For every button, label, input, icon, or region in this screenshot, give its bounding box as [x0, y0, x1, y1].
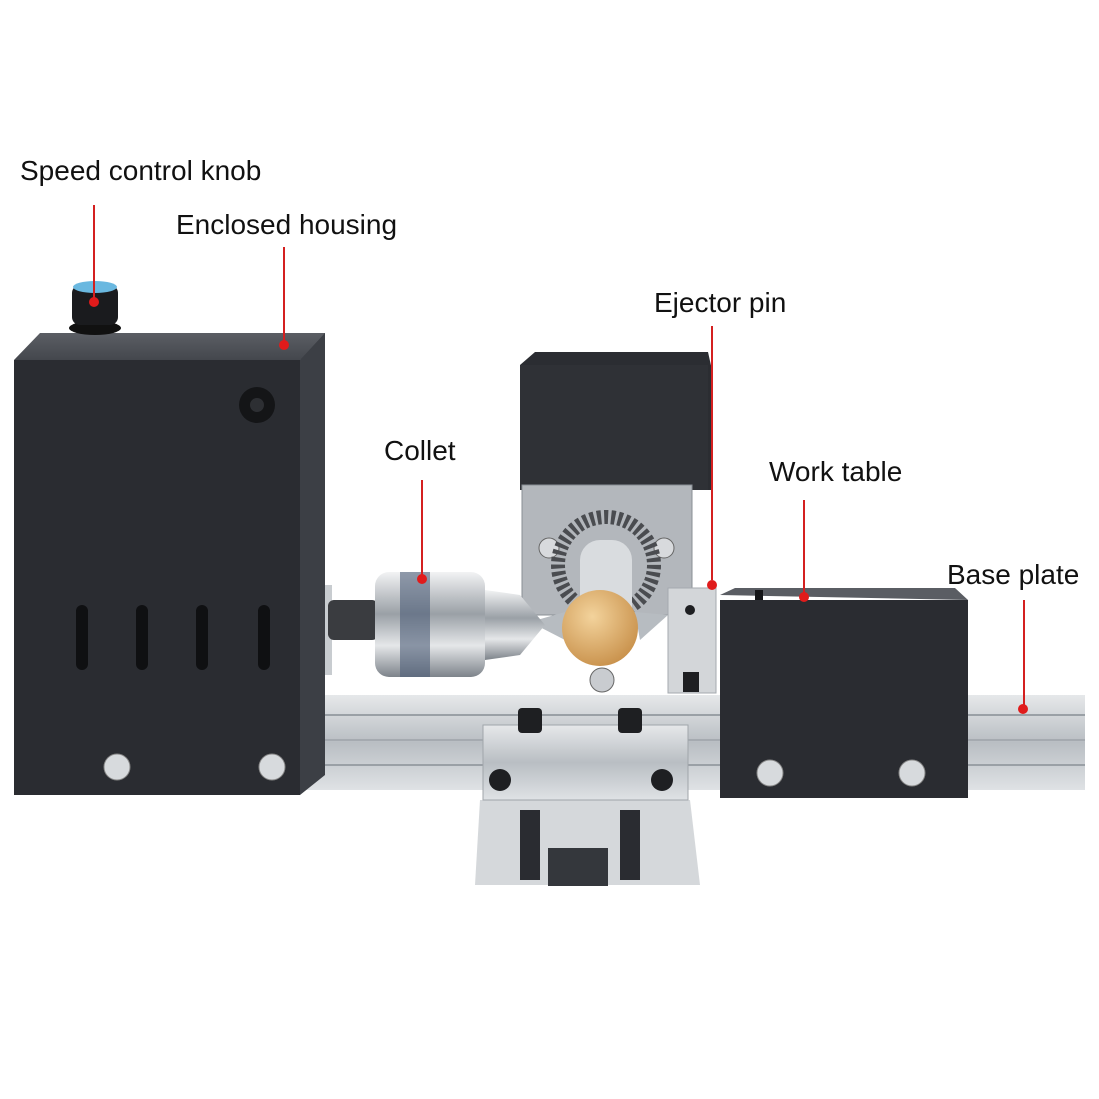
label-base-plate: Base plate [947, 559, 1080, 590]
workpiece-wood-ball [530, 590, 668, 666]
label-work-table: Work table [769, 456, 903, 487]
enclosed-housing [14, 333, 325, 795]
speed-control-knob [69, 281, 121, 335]
leader-line-enclosed-housing [283, 247, 285, 342]
leader-line-collet [421, 480, 423, 578]
leader-line-base-plate [1023, 600, 1025, 708]
leader-line-ejector-pin [711, 326, 713, 580]
label-enclosed-housing: Enclosed housing [176, 209, 398, 240]
leader-dot-work-table [799, 592, 809, 602]
leader-dot-enclosed-housing [279, 340, 289, 350]
leader-dot-speed-control-knob [89, 297, 99, 307]
leader-dot-ejector-pin [707, 580, 717, 590]
leader-dot-base-plate [1018, 704, 1028, 714]
tool-rest-assembly [475, 708, 700, 886]
drill-chuck [312, 572, 545, 677]
ejector-pin-block [667, 587, 717, 694]
leader-line-work-table [803, 500, 805, 596]
label-ejector-pin: Ejector pin [654, 287, 787, 318]
leader-dot-collet [417, 574, 427, 584]
label-collet: Collet [384, 435, 456, 466]
vent-slots [76, 605, 270, 670]
work-table-box [720, 588, 968, 798]
leader-line-speed-control-knob [93, 205, 95, 298]
middle-motor-block [520, 352, 712, 693]
label-speed-control-knob: Speed control knob [20, 155, 262, 186]
